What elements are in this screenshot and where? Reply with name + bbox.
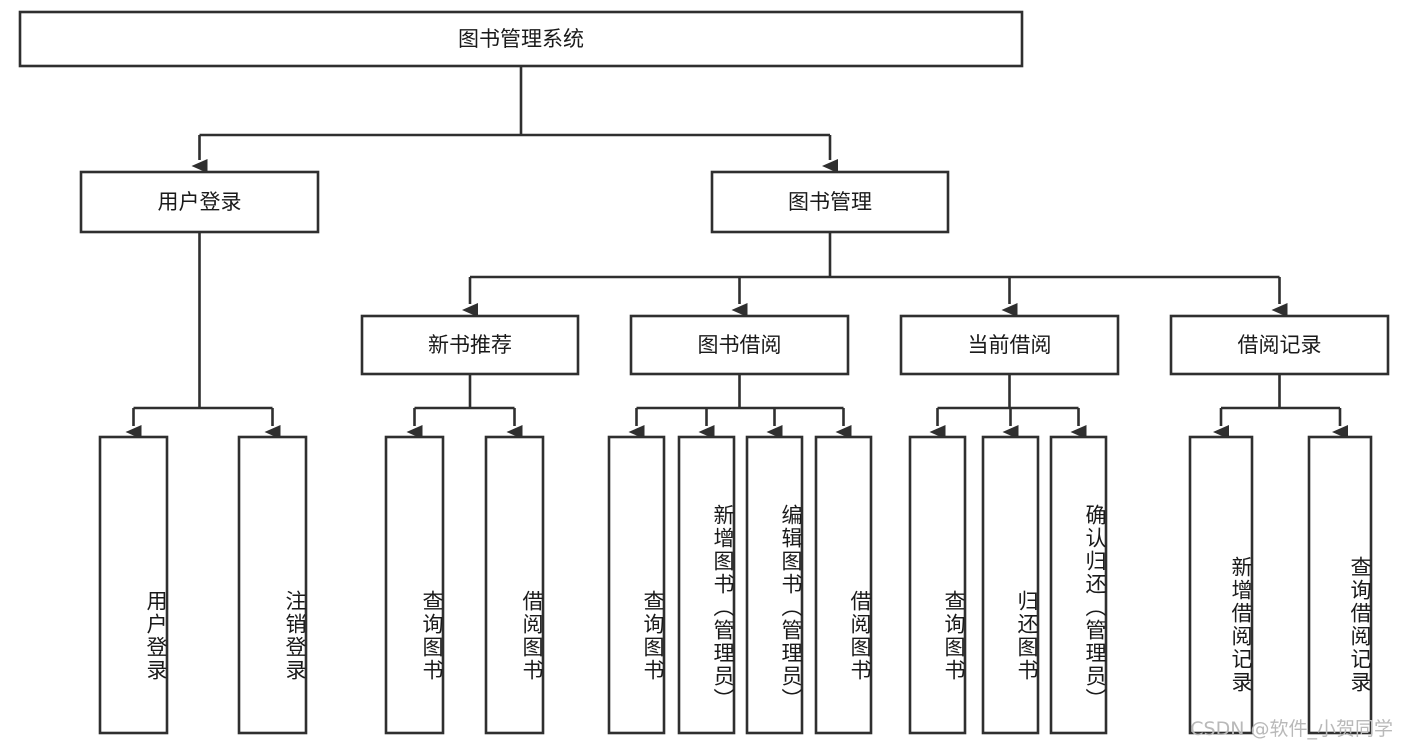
level2-node-1-图书管理-label: 图书管理: [788, 190, 872, 214]
root-node-图书管理系统-label: 图书管理系统: [458, 27, 584, 51]
leaf-node-9-归还图书[interactable]: [981, 435, 1040, 735]
leaf-node-2-查询图书-rect[interactable]: [384, 435, 445, 735]
leaf-node-1-注销登录[interactable]: [237, 435, 308, 735]
leaf-node-4-查询图书[interactable]: [607, 435, 666, 735]
level3-node-3-借阅记录[interactable]: 借阅记录: [1169, 314, 1390, 376]
leaf-node-3-借阅图书[interactable]: [484, 435, 545, 735]
leaf-node-2-查询图书[interactable]: [384, 435, 445, 735]
level3-node-0-新书推荐-rect[interactable]: [360, 314, 580, 376]
level3-node-3-借阅记录-label: 借阅记录: [1238, 333, 1322, 357]
leaf-node-10-确认归还管理员-rect[interactable]: [1049, 435, 1108, 735]
level2-node-1-图书管理[interactable]: 图书管理: [710, 170, 950, 234]
root-node-图书管理系统[interactable]: 图书管理系统: [18, 10, 1024, 68]
leaf-node-12-查询借阅记录-rect[interactable]: [1307, 435, 1373, 735]
leaf-node-4-查询图书-rect[interactable]: [607, 435, 666, 735]
root-node-图书管理系统-rect[interactable]: [18, 10, 1024, 68]
level2-node-0-用户登录-label: 用户登录: [158, 190, 242, 214]
level2-node-0-用户登录-rect[interactable]: [79, 170, 320, 234]
level3-node-0-新书推荐-label: 新书推荐: [428, 333, 512, 357]
leaf-node-7-借阅图书-rect[interactable]: [814, 435, 873, 735]
leaf-node-0-用户登录[interactable]: [98, 435, 169, 735]
leaf-node-5-新增图书管理员-rect[interactable]: [677, 435, 736, 735]
level3-node-1-图书借阅-rect[interactable]: [629, 314, 850, 376]
level3-node-3-借阅记录-rect[interactable]: [1169, 314, 1390, 376]
leaf-node-0-用户登录-rect[interactable]: [98, 435, 169, 735]
leaf-node-6-编辑图书管理员[interactable]: [745, 435, 804, 735]
leaf-node-6-编辑图书管理员-rect[interactable]: [745, 435, 804, 735]
leaf-node-12-查询借阅记录[interactable]: [1307, 435, 1373, 735]
level2-node-1-图书管理-rect[interactable]: [710, 170, 950, 234]
level3-node-1-图书借阅-label: 图书借阅: [698, 333, 782, 357]
leaf-node-1-注销登录-rect[interactable]: [237, 435, 308, 735]
watermark: CSDN @软件_小贺同学: [1190, 718, 1393, 740]
level3-node-1-图书借阅[interactable]: 图书借阅: [629, 314, 850, 376]
leaf-node-10-确认归还管理员[interactable]: [1049, 435, 1108, 735]
connectors-layer: [125, 66, 1348, 439]
leaf-node-11-新增借阅记录-rect[interactable]: [1188, 435, 1254, 735]
level3-node-0-新书推荐[interactable]: 新书推荐: [360, 314, 580, 376]
level3-node-2-当前借阅-rect[interactable]: [899, 314, 1120, 376]
level2-node-0-用户登录[interactable]: 用户登录: [79, 170, 320, 234]
leaf-node-3-借阅图书-rect[interactable]: [484, 435, 545, 735]
leaf-node-8-查询图书-rect[interactable]: [908, 435, 967, 735]
leaf-node-5-新增图书管理员[interactable]: [677, 435, 736, 735]
leaf-node-9-归还图书-rect[interactable]: [981, 435, 1040, 735]
level3-node-2-当前借阅-label: 当前借阅: [968, 333, 1052, 357]
leaf-node-11-新增借阅记录[interactable]: [1188, 435, 1254, 735]
leaf-node-7-借阅图书[interactable]: [814, 435, 873, 735]
leaf-node-8-查询图书[interactable]: [908, 435, 967, 735]
level3-node-2-当前借阅[interactable]: 当前借阅: [899, 314, 1120, 376]
